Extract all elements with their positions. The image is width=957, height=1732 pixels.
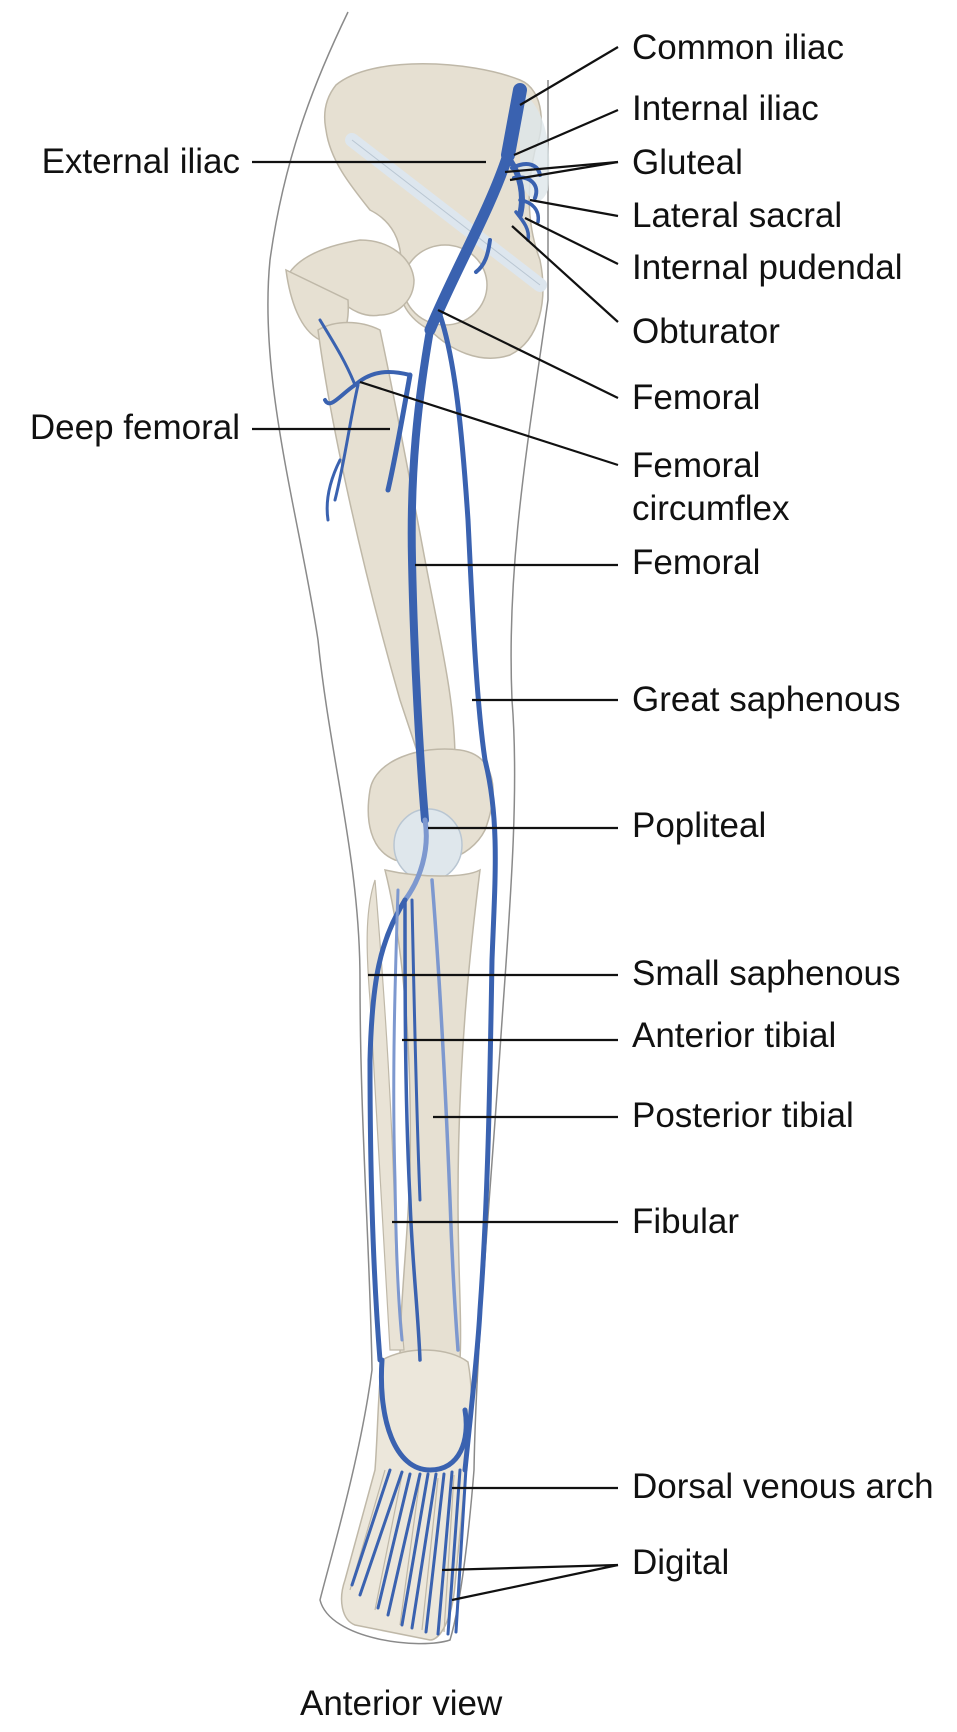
popliteal-vein — [402, 817, 429, 903]
digital-veins — [350, 1466, 468, 1636]
deep-femoral-vein — [385, 372, 413, 493]
common-iliac-vein — [501, 83, 527, 162]
leader-lines — [252, 46, 619, 1602]
lateral-sacral-vein — [518, 198, 541, 224]
label-femoral-circumflex-1: Femoral — [632, 446, 761, 485]
label-great-saphenous: Great saphenous — [632, 680, 901, 719]
dorsal-venous-arch — [378, 1357, 469, 1473]
label-internal-pudendal: Internal pudendal — [632, 248, 903, 287]
foot-bones — [340, 1349, 473, 1641]
tibia — [383, 868, 481, 1361]
label-popliteal: Popliteal — [632, 806, 767, 845]
fibular-vein — [392, 888, 404, 1342]
label-femoral-lower: Femoral — [632, 543, 761, 582]
label-posterior-tibial: Posterior tibial — [632, 1096, 854, 1135]
label-fibular: Fibular — [632, 1202, 739, 1241]
label-digital: Digital — [632, 1543, 730, 1582]
label-obturator: Obturator — [632, 312, 780, 351]
label-deep-femoral: Deep femoral — [29, 408, 240, 447]
label-external-iliac: External iliac — [41, 142, 240, 181]
label-internal-iliac: Internal iliac — [632, 89, 819, 128]
skin-outline — [267, 11, 549, 1645]
label-femoral-upper: Femoral — [632, 378, 761, 417]
label-anterior-tibial: Anterior tibial — [632, 1016, 837, 1055]
femoral-vein — [407, 326, 434, 824]
internal-iliac-vein — [507, 157, 525, 218]
femur-head — [286, 239, 415, 317]
label-femoral-circumflex-2: circumflex — [632, 489, 790, 528]
great-saphenous-vein — [437, 312, 498, 1473]
label-small-saphenous: Small saphenous — [632, 954, 901, 993]
label-common-iliac: Common iliac — [632, 28, 844, 67]
external-iliac-vein — [424, 149, 514, 336]
label-lateral-sacral: Lateral sacral — [632, 196, 843, 235]
posterior-tibial-vein — [430, 878, 460, 1352]
label-dorsal-venous-arch: Dorsal venous arch — [632, 1467, 934, 1506]
anterior-tibial-vein — [403, 898, 422, 1362]
femur-shaft — [317, 321, 456, 761]
internal-pudendal-vein — [514, 210, 531, 242]
caption-anterior-view: Anterior view — [300, 1684, 503, 1723]
label-gluteal: Gluteal — [632, 143, 743, 182]
gluteal-vein — [510, 162, 542, 177]
obturator-vein — [474, 238, 492, 274]
small-saphenous-vein — [367, 897, 408, 1363]
